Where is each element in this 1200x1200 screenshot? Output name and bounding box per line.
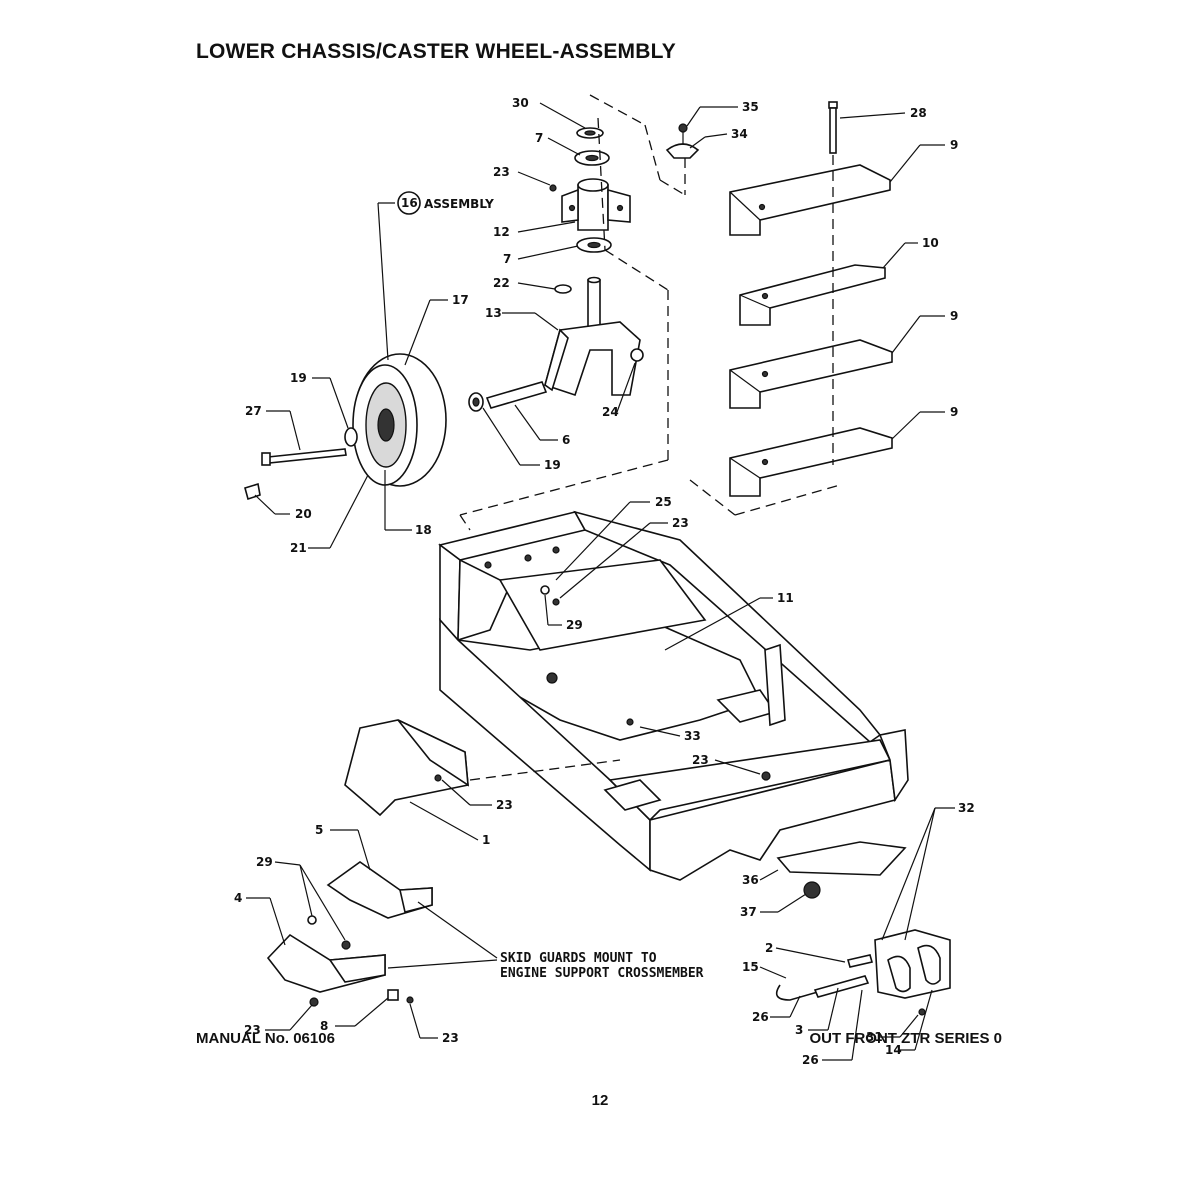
callout-16-text: ASSEMBLY [424,197,494,211]
caster-yoke-assembly [468,127,644,412]
callout-23: 23 [244,1023,261,1037]
hitch-assembly [775,929,951,1016]
spacer-plates [729,155,893,497]
chassis-frame-11 [438,510,909,881]
skid-guard-4 [266,915,414,1007]
yoke-13 [544,321,641,397]
manual-number: MANUAL No. 06106 [196,1030,335,1047]
callout-15: 15 [742,960,759,974]
callout-18: 18 [415,523,432,537]
callout-4: 4 [234,891,242,905]
skid-guard-5 [326,861,433,919]
callout-1: 1 [482,833,490,847]
mount-plate-34 [665,123,700,159]
callout-16-circle [397,191,421,215]
callout-17: 17 [452,293,469,307]
callout-23: 23 [692,753,709,767]
callout-7: 7 [503,252,511,266]
page-title: LOWER CHASSIS/CASTER WHEEL-ASSEMBLY [196,40,676,63]
page-number: 12 [591,1092,609,1109]
callout-12: 12 [493,225,510,239]
callout-9: 9 [950,309,958,323]
bolt-27 [267,448,347,464]
plate-10 [739,264,886,326]
series-name: OUT FRONT ZTR SERIES 0 [809,1030,1002,1047]
bolt-29-frame [540,585,550,595]
callout-29: 29 [566,618,583,632]
callout-30: 30 [512,96,529,110]
callout-36: 36 [742,873,759,887]
callout-23: 23 [672,516,689,530]
callout-22: 22 [493,276,510,290]
callout-26: 26 [752,1010,769,1024]
spring-2 [846,954,874,968]
callout-35: 35 [742,100,759,114]
callout-labels: 30 7 23 12 7 22 13 35 34 28 9 10 9 9 16 … [234,96,975,1067]
callout-23: 23 [496,798,513,812]
callout-23: 23 [442,1031,459,1045]
callout-27: 27 [245,404,262,418]
callout-7: 7 [535,131,543,145]
assembly-lines [459,94,841,531]
yoke-spindle [587,279,601,331]
spacer-19-left [344,427,358,447]
callout-8: 8 [320,1019,328,1033]
skid-guard-note-line2: ENGINE SUPPORT CROSSMEMBER [500,966,704,981]
callout-16: 16 [401,196,418,210]
callout-31: 31 [866,1030,883,1044]
callout-10: 10 [922,236,939,250]
callout-2: 2 [765,941,773,955]
callout-24: 24 [602,405,619,419]
callout-21: 21 [290,541,307,555]
nut-24 [630,348,644,362]
grommet-37 [803,881,821,899]
callout-3: 3 [795,1023,803,1037]
callout-26: 26 [802,1053,819,1067]
nut-23-frame [552,598,560,606]
callout-9: 9 [950,138,958,152]
plate-9-a [729,164,891,236]
callout-13: 13 [485,306,502,320]
callout-11: 11 [777,591,794,605]
callout-25: 25 [655,495,672,509]
callout-23: 23 [493,165,510,179]
callout-5: 5 [315,823,323,837]
callout-9: 9 [950,405,958,419]
callout-19: 19 [290,371,307,385]
pin-3 [813,975,870,998]
wheel-assembly [244,353,447,501]
callout-28: 28 [910,106,927,120]
callout-29: 29 [256,855,273,869]
callout-37: 37 [740,905,757,919]
callout-32: 32 [958,801,975,815]
bolt-35 [678,123,688,133]
callout-34: 34 [731,127,748,141]
plate-9-b [729,339,893,409]
cover-1 [344,719,469,817]
snap-ring-22 [554,284,572,294]
nut-23-top [549,184,557,192]
callout-20: 20 [295,507,312,521]
nut-23-right [761,771,771,781]
bolt-31 [918,1008,926,1016]
fitting-20 [244,482,261,501]
axle-6 [485,381,548,409]
plate-9-c [729,427,893,497]
leader-lines [246,102,955,1061]
bracket-36 [776,841,907,899]
bolt-33 [626,718,634,726]
bolt-28 [828,101,838,154]
callout-6: 6 [562,433,570,447]
callout-19: 19 [544,458,561,472]
callout-14: 14 [885,1043,902,1057]
callout-33: 33 [684,729,701,743]
skid-guard-note-line1: SKID GUARDS MOUNT TO [500,951,657,966]
